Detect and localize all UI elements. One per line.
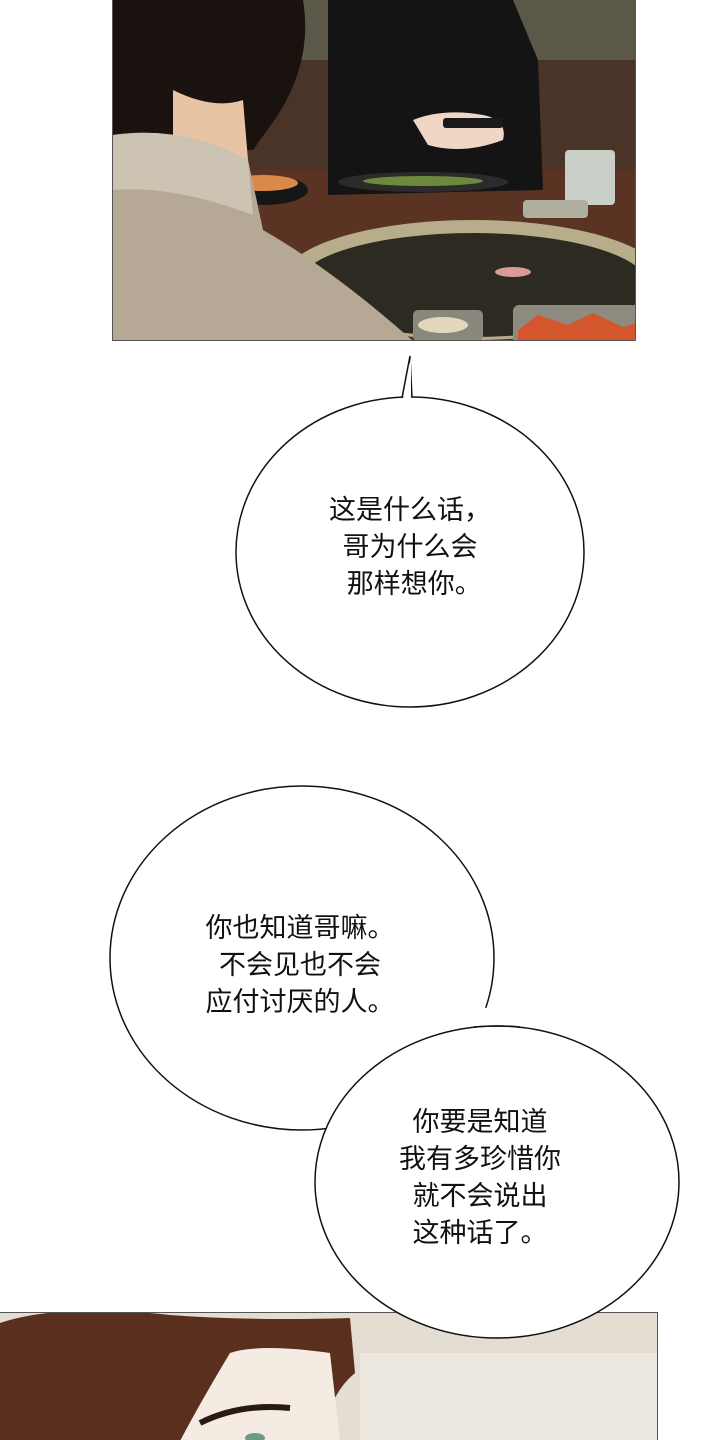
speech-bubble-1-text: 这是什么话， 哥为什么会 那样想你。	[329, 495, 491, 600]
restaurant-scene-illustration	[113, 0, 635, 340]
speech-bubble-3-text: 你要是知道 我有多珍惜你 就不会说出 这种话了。	[399, 1107, 561, 1249]
closeup-face-illustration	[0, 1313, 657, 1440]
speech-bubble-2-text: 你也知道哥嘛。 不会见也不会 应付讨厌的人。	[205, 913, 395, 1018]
comic-panel-closeup	[0, 1312, 658, 1440]
comic-panel-restaurant	[112, 0, 636, 341]
